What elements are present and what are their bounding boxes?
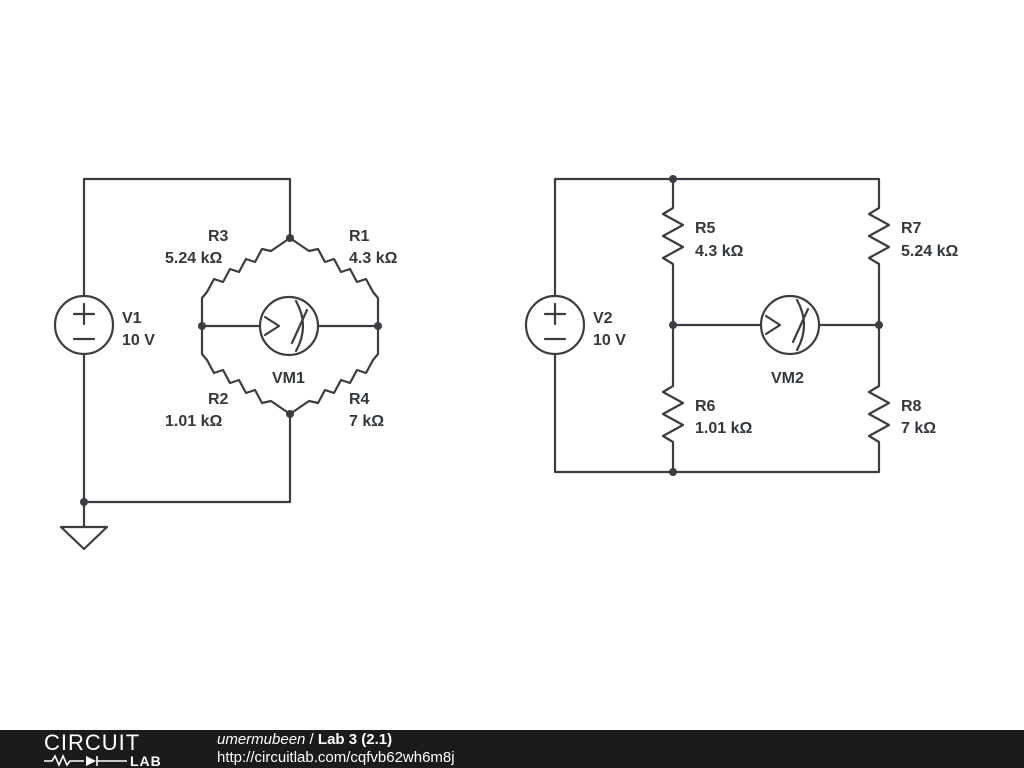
r7-name-label: R7 [901,220,922,237]
node-dot [80,498,88,506]
logo-resistor-icon [44,754,84,767]
voltage-source-v2[interactable] [524,294,586,356]
left-top-wire [82,177,292,298]
circuit-title[interactable]: Lab 3 (2.1) [317,731,393,748]
r3-name-label: R3 [208,228,229,245]
right-top-wire [553,177,881,298]
logo-text-bottom: LAB [130,753,162,767]
circuit-url[interactable]: http://circuitlab.com/cqfvb62wh6m8j [217,749,455,766]
r2-value-label: 1.01 kΩ [165,413,222,430]
resistor-r3[interactable] [200,236,292,328]
schematic-canvas: R3 5.24 kΩ R1 4.3 kΩ R2 1.01 kΩ R4 7 kΩ … [53,175,958,551]
r6-name-label: R6 [695,398,716,415]
resistor-r7[interactable] [867,201,891,272]
logo-text-top: CIRCUIT [44,731,140,755]
r3-value-label: 5.24 kΩ [165,250,222,267]
right-circuit: R5 4.3 kΩ R7 5.24 kΩ R6 1.01 kΩ R8 7 kΩ … [524,175,958,476]
voltmeter-icon [759,294,821,356]
voltmeter-icon [258,295,320,357]
r2-name-label: R2 [208,391,229,408]
left-bottom-wire [82,352,292,504]
r8-value-label: 7 kΩ [901,420,936,437]
logo-diode-icon [86,756,96,766]
node-dot [198,322,206,330]
footer-caption: umermubeen / Lab 3 (2.1) http://circuitl… [217,731,455,767]
voltmeter-vm1[interactable] [258,295,320,357]
node-dot [669,175,677,183]
title-separator: / [305,731,318,748]
v1-value-label: 10 V [122,332,155,349]
voltmeter-vm2[interactable] [759,294,821,356]
node-dot [286,234,294,242]
vm1-label: VM1 [272,370,305,387]
r4-value-label: 7 kΩ [349,413,384,430]
resistor-r6[interactable] [661,378,685,450]
node-dot [669,321,677,329]
footer-title-line: umermubeen / Lab 3 (2.1) [217,731,455,749]
right-bottom-wire [553,352,881,474]
author-name[interactable]: umermubeen [217,731,306,748]
r7-value-label: 5.24 kΩ [901,243,958,260]
ground-symbol-icon [59,525,109,551]
node-dot [875,321,883,329]
resistor-r4[interactable] [288,324,380,416]
circuitlab-logo[interactable]: CIRCUIT LAB [44,731,184,767]
r8-name-label: R8 [901,398,922,415]
r4-name-label: R4 [349,391,370,408]
resistor-r2[interactable] [200,324,292,416]
node-dot [669,468,677,476]
r5-name-label: R5 [695,220,716,237]
left-circuit: R3 5.24 kΩ R1 4.3 kΩ R2 1.01 kΩ R4 7 kΩ … [53,177,398,551]
v1-name-label: V1 [122,310,142,327]
vm2-label: VM2 [771,370,804,387]
resistor-r1[interactable] [288,236,380,328]
r1-name-label: R1 [349,228,370,245]
node-dot [374,322,382,330]
footer-bar [0,730,1024,768]
v2-value-label: 10 V [593,332,626,349]
node-dot [286,410,294,418]
r6-value-label: 1.01 kΩ [695,420,752,437]
v2-name-label: V2 [593,310,613,327]
r5-value-label: 4.3 kΩ [695,243,744,260]
r1-value-label: 4.3 kΩ [349,250,398,267]
resistor-r8[interactable] [867,378,891,450]
resistor-r5[interactable] [661,201,685,272]
voltage-source-v1[interactable] [53,294,115,356]
